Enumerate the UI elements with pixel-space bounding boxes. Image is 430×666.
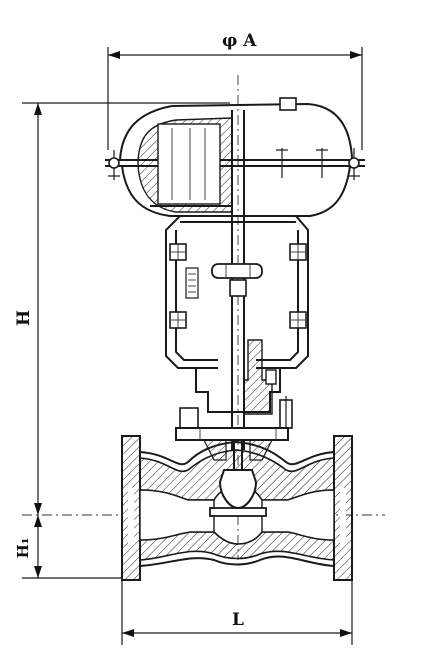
- flange-bolts: [108, 148, 360, 180]
- dimension-h: H: [14, 102, 230, 515]
- valve-body: [121, 435, 353, 581]
- dimension-l: L: [121, 580, 353, 645]
- h-label: H: [14, 310, 34, 326]
- l-label: L: [232, 610, 244, 630]
- diaphragm-actuator: [105, 97, 365, 217]
- valve-plug: [218, 469, 258, 510]
- dimension-h1: H₁: [14, 515, 122, 579]
- h1-label: H₁: [14, 538, 32, 559]
- stem-connector: [211, 263, 263, 297]
- phi-a-label: φ A: [222, 31, 257, 51]
- dimension-phi-a: φ A: [107, 31, 363, 150]
- bonnet: [175, 339, 293, 441]
- yoke-bracket: [165, 215, 309, 369]
